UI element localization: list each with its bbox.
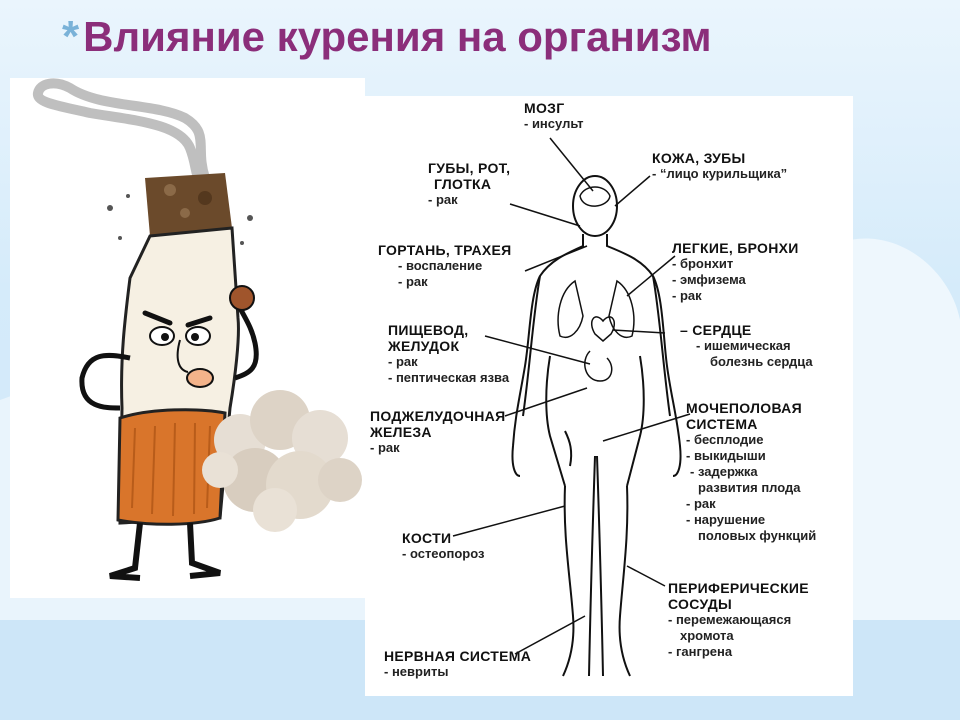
label-lips-mouth: ГУБЫ, РОТ, ГЛОТКА - рак <box>428 160 511 207</box>
smoke-icon <box>202 390 362 532</box>
diagram-panel <box>365 96 853 696</box>
star-icon: * <box>62 12 80 61</box>
label-esophagus: ПИЩЕВОД, ЖЕЛУДОК - рак - пептическая язв… <box>388 322 510 385</box>
label-heart: – СЕРДЦЕ - ишемическая болезнь сердца <box>680 322 813 369</box>
label-brain: МОЗГ - инсульт <box>524 100 584 131</box>
label-pancreas: ПОДЖЕЛУДОЧНАЯ ЖЕЛЕЗА - рак <box>370 408 506 455</box>
page-title: *Влияние курения на организм <box>62 12 712 61</box>
label-skin-teeth: КОЖА, ЗУБЫ - “лицо курильщика” <box>652 150 788 181</box>
human-body-icon <box>452 137 691 677</box>
label-lungs: ЛЕГКИЕ, БРОНХИ - бронхит - эмфизема - ра… <box>672 240 799 303</box>
label-larynx: ГОРТАНЬ, ТРАХЕЯ - воспаление - рак <box>378 242 512 289</box>
label-peripheral-vessels: ПЕРИФЕРИЧЕСКИЕ СОСУДЫ - перемежающаяся х… <box>668 580 809 659</box>
label-bones: КОСТИ - остеопороз <box>402 530 485 561</box>
cigarette-icon <box>33 78 259 581</box>
label-urogenital: МОЧЕПОЛОВАЯ СИСТЕМА - бесплодие - выкиды… <box>686 400 817 543</box>
label-nervous-system: НЕРВНАЯ СИСТЕМА - невриты <box>384 648 532 679</box>
